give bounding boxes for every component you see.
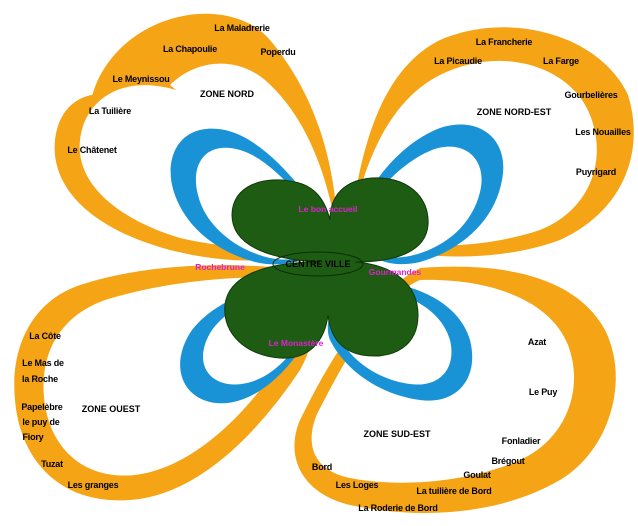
place-le-chatenet: Le Châtenet [67,145,117,155]
place-puyrigard: Puyrigard [576,167,616,177]
place-papelebre: Papelèbre [21,402,62,412]
place-bregout: Brégout [491,456,524,466]
quarter-south-label: Le Monastère [269,338,324,348]
zone-sud-est-label: ZONE SUD-EST [363,429,431,439]
place-la-picaudie: La Picaudie [434,56,482,66]
centre-ville-label: CENTRE VILLE [285,259,350,269]
quarter-east-label: Gourmandes [369,267,422,277]
place-le-meynissou: Le Meynissou [112,74,169,84]
place-la-cote: La Côte [29,331,61,341]
place-le-mas-de-line2: la Roche [22,374,58,384]
place-la-chapoulie: La Chapoulie [163,44,217,54]
place-poperdu: Poperdu [260,47,295,57]
place-fonladier: Fonladier [502,436,541,446]
place-le-puy-de-line2: Fiory [22,432,43,442]
place-la-roderie-de-bord: La Roderie de Bord [358,503,437,513]
zone-ouest-label: ZONE OUEST [82,404,141,414]
place-tuzat: Tuzat [41,459,63,469]
zone-nord-label: ZONE NORD [200,89,255,99]
place-bord: Bord [312,462,332,472]
place-les-nouailles: Les Nouailles [575,127,631,137]
zone-nord-est-label: ZONE NORD-EST [477,107,552,117]
place-gourbelieres: Gourbelières [564,90,617,100]
place-azat: Azat [528,337,546,347]
place-le-puy: Le Puy [529,387,558,397]
place-les-loges: Les Loges [336,480,379,490]
place-le-puy-de-line1: le puy de [22,417,59,427]
quarter-west-label: Rochebrune [195,262,245,272]
place-le-mas-de-line1: Le Mas de [22,358,64,368]
place-la-francherie: La Francherie [476,37,533,47]
place-la-maladrerie: La Maladrerie [214,23,270,33]
place-la-tuiliere-de-bord: La tuilière de Bord [416,486,491,496]
place-la-farge: La Farge [543,56,579,66]
place-les-granges: Les granges [68,480,119,490]
quarter-north-label: Le bon accueil [298,204,357,214]
place-la-tuiliere: La Tuilière [89,106,131,116]
place-goulat: Goulat [463,470,491,480]
